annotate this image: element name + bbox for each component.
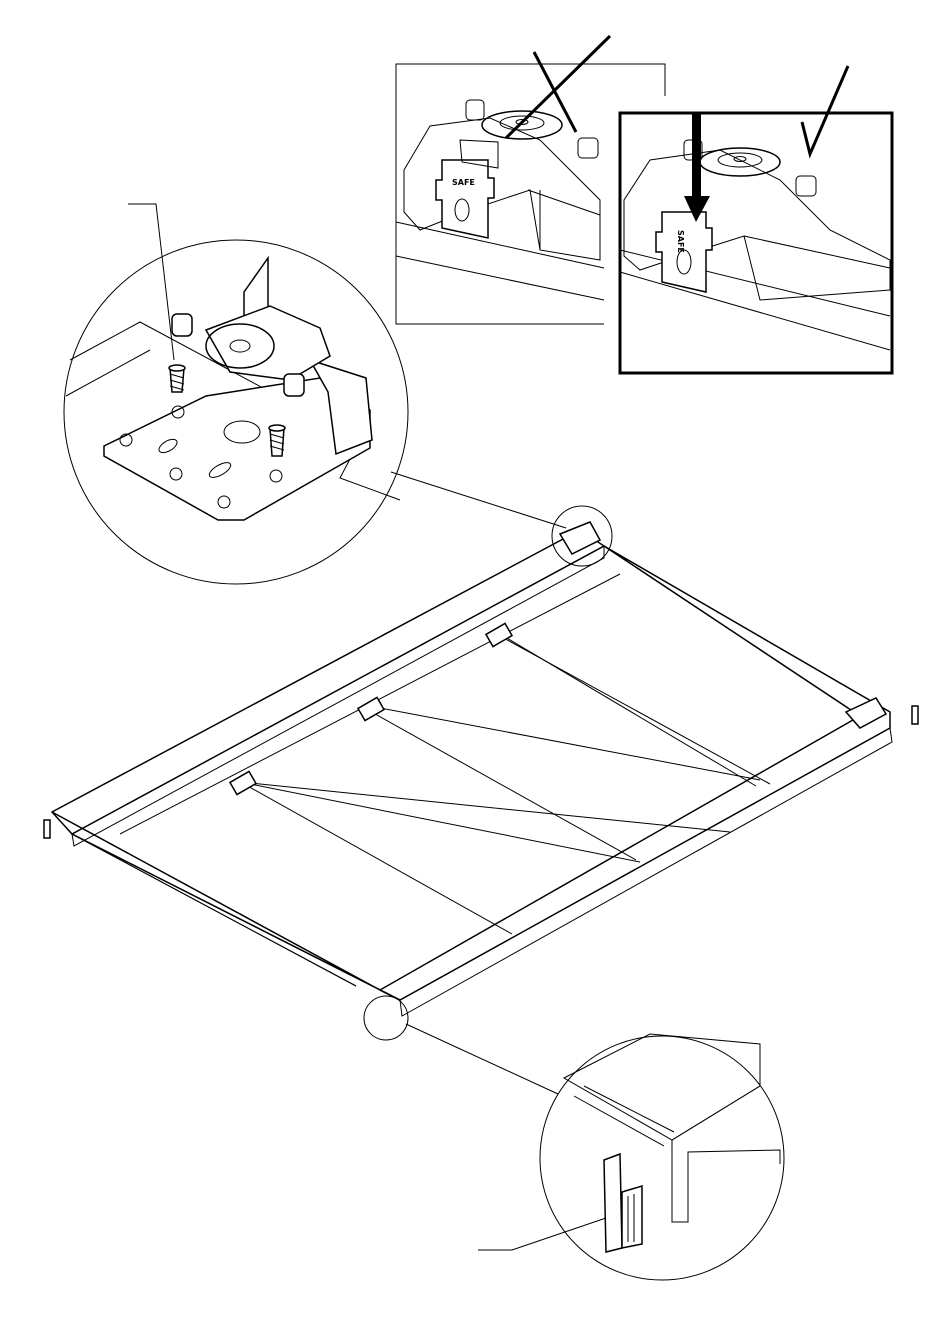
cross-mark-icon	[506, 36, 610, 138]
screw-icon	[169, 365, 185, 392]
door-frame-main	[44, 506, 918, 1040]
safe-clip-seated: SAFE	[656, 212, 712, 292]
safe-label: SAFE	[452, 178, 475, 187]
safe-clip-unseated: SAFE	[436, 140, 498, 238]
end-stop-detail	[406, 1024, 784, 1280]
end-stop-insert	[604, 1154, 642, 1252]
correct-install-panel: SAFE	[620, 66, 892, 373]
roller-bracket-detail	[64, 204, 566, 584]
safe-label: SAFE	[676, 230, 685, 253]
screw-icon	[269, 425, 285, 456]
